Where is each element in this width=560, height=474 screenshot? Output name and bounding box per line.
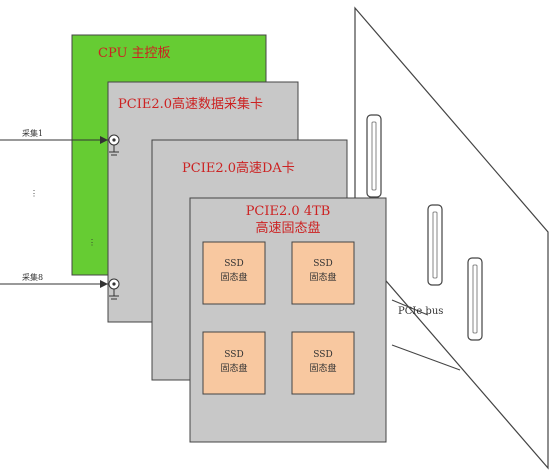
svg-text:SSD: SSD — [224, 350, 243, 360]
svg-text:固态盘: 固态盘 — [309, 271, 336, 283]
pcie-bus-label: PCIe bus — [398, 306, 443, 317]
ssd-card-label-line1: PCIE2.0 4TB — [246, 204, 331, 219]
svg-text:固态盘: 固态盘 — [220, 271, 247, 283]
arrow-head-icon — [100, 136, 108, 144]
input-label-8: 采集8 — [22, 272, 43, 282]
input-ellipsis: ⋮ — [30, 189, 38, 198]
da-card-label: PCIE2.0高速DA卡 — [182, 160, 295, 176]
pcie-slot — [366, 114, 382, 198]
ssd-module: SSD 固态盘 — [291, 331, 355, 395]
input-connector-icon — [108, 134, 120, 156]
input-connector-icon — [108, 278, 120, 300]
pcie-slot — [467, 257, 483, 341]
pcie-slot — [427, 204, 443, 286]
ssd-card — [189, 197, 387, 443]
daq-ellipsis: ⋮ — [88, 238, 96, 247]
ssd-module: SSD 固态盘 — [202, 331, 266, 395]
svg-text:SSD: SSD — [313, 259, 332, 269]
svg-text:固态盘: 固态盘 — [220, 362, 247, 374]
ssd-module: SSD 固态盘 — [202, 241, 266, 305]
ssd-module: SSD 固态盘 — [291, 241, 355, 305]
daq-card-label: PCIE2.0高速数据采集卡 — [118, 96, 263, 112]
svg-text:固态盘: 固态盘 — [309, 362, 336, 374]
slot-connector-line — [391, 299, 429, 316]
pcie-backplane — [354, 6, 549, 470]
svg-text:SSD: SSD — [313, 350, 332, 360]
arrow-head-icon — [100, 280, 108, 288]
cpu-board-label: CPU 主控板 — [98, 46, 171, 61]
ssd-card-label-line2: 高速固态盘 — [255, 220, 320, 236]
svg-text:SSD: SSD — [224, 259, 243, 269]
input-label-1: 采集1 — [22, 128, 43, 138]
slot-connector-line — [391, 344, 461, 371]
